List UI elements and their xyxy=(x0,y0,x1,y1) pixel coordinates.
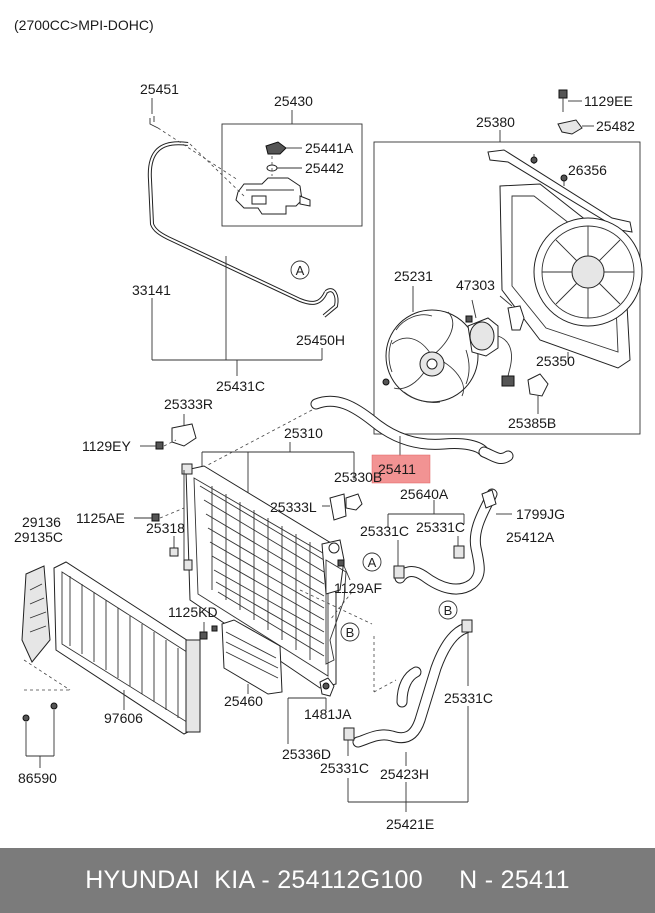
label-25450h: 25450H xyxy=(296,332,345,348)
drain-plug-25318 xyxy=(169,547,179,557)
callout-a-top-label: A xyxy=(296,263,305,278)
label-25423h: 25423H xyxy=(380,766,429,782)
label-25333l: 25333L xyxy=(270,499,317,515)
fan-motor xyxy=(465,299,515,387)
clip-1799jg xyxy=(481,489,512,515)
label-25331c-a: 25331C xyxy=(360,523,409,539)
label-25331c-c: 25331C xyxy=(444,690,493,706)
label-86590: 86590 xyxy=(18,770,57,786)
label-26356: 26356 xyxy=(568,162,607,178)
label-25640a: 25640A xyxy=(400,486,449,502)
bracket-25333l xyxy=(322,493,347,521)
callout-b-right xyxy=(438,600,458,620)
label-25412a: 25412A xyxy=(506,529,555,545)
upper-radiator-hose xyxy=(310,395,514,464)
fan-shroud xyxy=(487,149,643,369)
label-1481ja: 1481JA xyxy=(304,706,352,722)
label-25421e: 25421E xyxy=(386,816,434,832)
lower-hose-25412a xyxy=(394,488,498,595)
highlight-25411 xyxy=(371,454,431,484)
motor-connector xyxy=(499,295,525,331)
oil-cooler xyxy=(221,619,283,695)
label-25385b: 25385B xyxy=(508,415,556,431)
radiator-parts-diagram: (2700CC>MPI-DOHC) xyxy=(14,17,643,832)
label-25310: 25310 xyxy=(284,425,323,441)
resistor-25385b xyxy=(527,373,549,414)
air-guard xyxy=(21,565,51,663)
callout-b-mid xyxy=(340,622,360,642)
label-25482: 25482 xyxy=(596,118,635,134)
callout-b-mid-label: B xyxy=(346,625,355,640)
cooling-fan xyxy=(385,309,479,403)
label-25430: 25430 xyxy=(274,93,313,109)
bracket-25333r xyxy=(171,414,197,447)
label-25451: 25451 xyxy=(140,81,179,97)
radiator-core xyxy=(181,463,337,689)
label-25333r: 25333R xyxy=(164,396,213,412)
clamp-25331c-lower xyxy=(343,619,473,741)
label-25380: 25380 xyxy=(476,114,515,130)
callout-a-mid xyxy=(362,552,382,572)
label-1129af: 1129AF xyxy=(334,580,382,596)
condenser xyxy=(53,561,201,735)
callout-b-right-label: B xyxy=(444,603,453,618)
label-29135c: 29135C xyxy=(14,529,63,545)
label-25441a: 25441A xyxy=(305,140,354,156)
clamp-25331c-upper xyxy=(393,536,465,579)
hose-25423h xyxy=(352,622,472,748)
label-25331c-b: 25331C xyxy=(416,519,465,535)
bolt-1125ae xyxy=(134,507,185,522)
bolt-1125kd xyxy=(199,622,218,640)
bolt-1129ee xyxy=(558,89,582,112)
reservoir-cap xyxy=(265,141,302,155)
clip-86590 xyxy=(22,702,58,768)
engine-spec-header: (2700CC>MPI-DOHC) xyxy=(14,17,154,33)
callout-a-top xyxy=(290,260,310,280)
label-47303: 47303 xyxy=(456,277,495,293)
reservoir-tank xyxy=(235,177,311,215)
grommet-1481ja xyxy=(319,677,335,697)
label-25460: 25460 xyxy=(224,693,263,709)
label-25442: 25442 xyxy=(305,160,344,176)
clip-25482 xyxy=(557,119,594,135)
callout-a-mid-label: A xyxy=(368,555,377,570)
overflow-hose xyxy=(147,116,339,318)
label-25331c-d: 25331C xyxy=(320,760,369,776)
label-33141: 33141 xyxy=(132,282,171,298)
label-25431c: 25431C xyxy=(216,378,265,394)
label-25330b: 25330B xyxy=(334,469,382,485)
label-1125kd: 1125KD xyxy=(168,604,218,620)
fan-nut xyxy=(382,378,390,386)
label-1125ae: 1125AE xyxy=(76,510,125,526)
label-25411: 25411 xyxy=(378,461,416,477)
label-25231: 25231 xyxy=(394,268,433,284)
label-25318: 25318 xyxy=(146,520,185,536)
footer-bar: HYUNDAI KIA - 254112G100 N - 25411 xyxy=(0,848,655,913)
label-29136: 29136 xyxy=(22,514,61,530)
label-1129ee: 1129EE xyxy=(584,93,633,109)
label-1129ey: 1129EY xyxy=(82,438,131,454)
radiator-cap-25330b xyxy=(345,493,363,511)
label-97606: 97606 xyxy=(104,710,143,726)
radiator-side-bracket xyxy=(321,539,351,665)
label-25336d: 25336D xyxy=(282,746,331,762)
label-25350: 25350 xyxy=(536,353,575,369)
label-1799jg: 1799JG xyxy=(516,506,565,522)
bolt-1129ey xyxy=(140,439,177,450)
footer-part-number: HYUNDAI KIA - 254112G100 N - 25411 xyxy=(85,866,570,894)
